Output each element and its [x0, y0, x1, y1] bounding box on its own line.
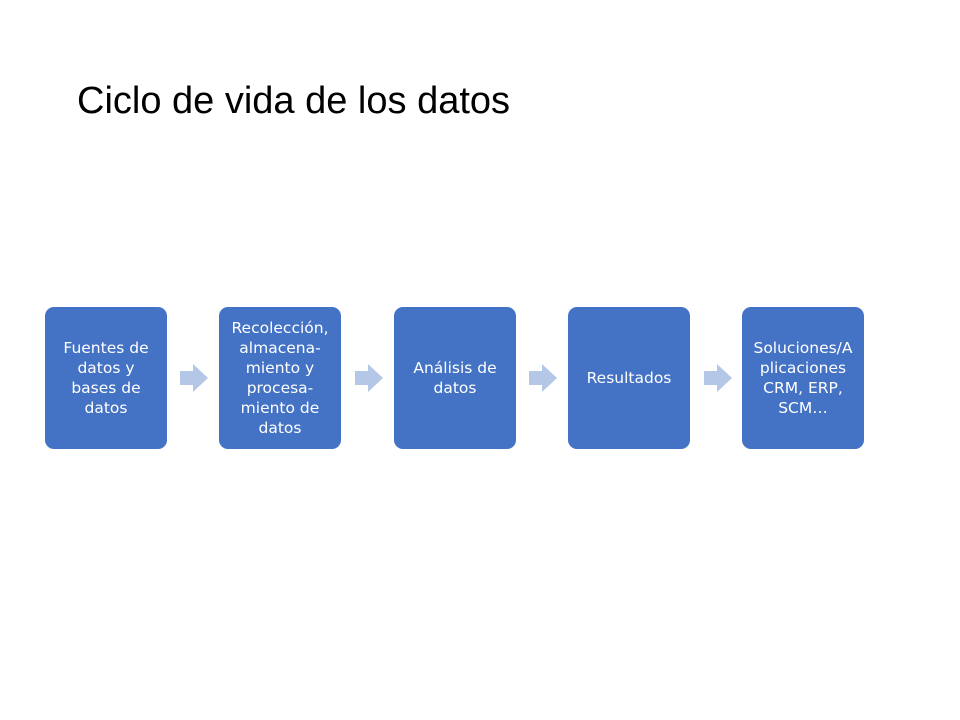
process-step-results: Resultados: [568, 307, 690, 449]
process-step-label: Fuentes de datos y bases de datos: [63, 339, 149, 417]
process-step-label: Análisis de datos: [413, 359, 497, 397]
process-step-data-analysis: Análisis de datos: [394, 307, 516, 449]
process-step-label: Soluciones/A plicaciones CRM, ERP, SCM…: [753, 339, 853, 417]
process-step-solutions-applications: Soluciones/A plicaciones CRM, ERP, SCM…: [742, 307, 864, 449]
process-step-data-sources: Fuentes de datos y bases de datos: [45, 307, 167, 449]
process-step-label: Resultados: [586, 369, 672, 387]
process-step-collection-storage-processing: Recolección, almacena- miento y procesa-…: [219, 307, 341, 449]
right-arrow-icon: [529, 364, 557, 392]
right-arrow-icon: [704, 364, 732, 392]
slide-title: Ciclo de vida de los datos: [77, 80, 511, 122]
process-step-label: Recolección, almacena- miento y procesa-…: [231, 319, 329, 437]
right-arrow-icon: [355, 364, 383, 392]
right-arrow-icon: [180, 364, 208, 392]
